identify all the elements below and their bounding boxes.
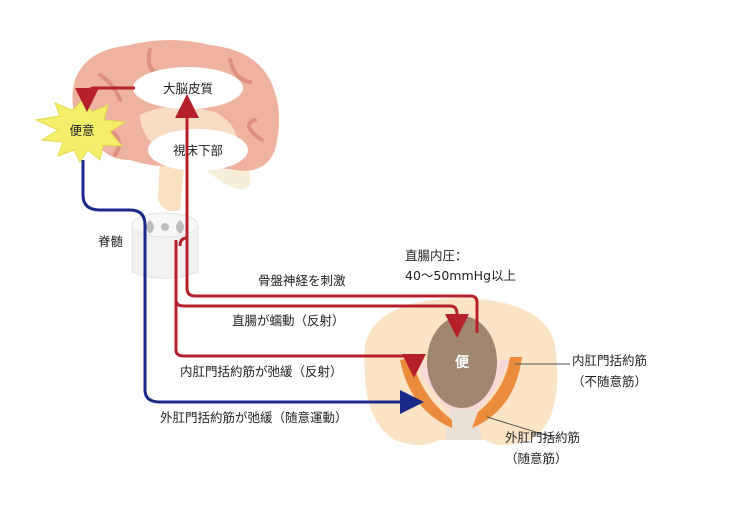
hypothalamus-label: 視床下部 [148, 129, 248, 171]
stool [427, 316, 497, 408]
urge-burst: 便意 [34, 99, 127, 163]
pelvis-illustration: 便 [364, 298, 558, 445]
external-sphincter-type: （随意筋） [505, 451, 568, 466]
pathways [75, 86, 570, 439]
sphincter-right [472, 357, 522, 428]
svg-text:視床下部: 視床下部 [173, 143, 223, 158]
internal-sphincter-label: 内肛門括約筋 [572, 353, 647, 368]
svg-text:便: 便 [455, 354, 470, 371]
spinal-cord-label: 脊髄 [98, 234, 124, 249]
internal-relax-label: 内肛門括約筋が弛緩（反射） [180, 364, 343, 379]
peristalsis-label: 直腸が蠕動（反射） [232, 313, 345, 328]
pressure-title: 直腸内圧： [405, 248, 468, 263]
svg-text:便意: 便意 [69, 123, 94, 138]
external-sphincter-label: 外肛門括約筋 [505, 430, 580, 445]
pelvic-nerve-label: 骨盤神経を刺激 [258, 273, 346, 288]
cerebral-cortex-label: 大脳皮質 [133, 67, 243, 109]
svg-text:大脳皮質: 大脳皮質 [163, 81, 213, 96]
pressure-value: 40～50mmHg以上 [405, 268, 516, 283]
external-relax-label: 外肛門括約筋が弛緩（随意運動） [160, 410, 348, 425]
internal-sphincter-type: （不随意筋） [572, 374, 647, 389]
